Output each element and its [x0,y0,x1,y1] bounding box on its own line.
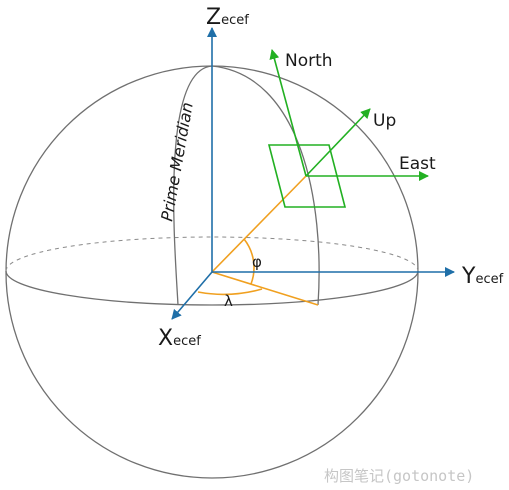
origin-to-point-line [211,175,307,273]
x-axis-arrow [171,271,213,320]
origin-to-equator-projection-line [211,271,319,306]
x-axis-label: Xecef [158,326,201,351]
north-label: North [285,51,333,71]
y-axis-label: Yecef [461,264,504,289]
local-tangent-plane [267,144,347,208]
longitude-label: λ [224,292,233,310]
latitude-arc [243,238,255,285]
prime-meridian-label: Prime Meridian [157,101,197,223]
longitude-arc [197,288,263,296]
point-meridian-curve [211,65,320,306]
prime-meridian-curve [173,65,213,306]
equator-front [5,270,419,306]
watermark-text: 构图笔记(gotonote) [324,467,474,485]
z-axis-label: Zecef [206,5,249,30]
north-arrow [269,49,307,177]
latitude-label: φ [252,253,262,271]
up-label: Up [373,111,396,131]
up-arrow [305,108,371,177]
east-label: East [399,154,436,174]
